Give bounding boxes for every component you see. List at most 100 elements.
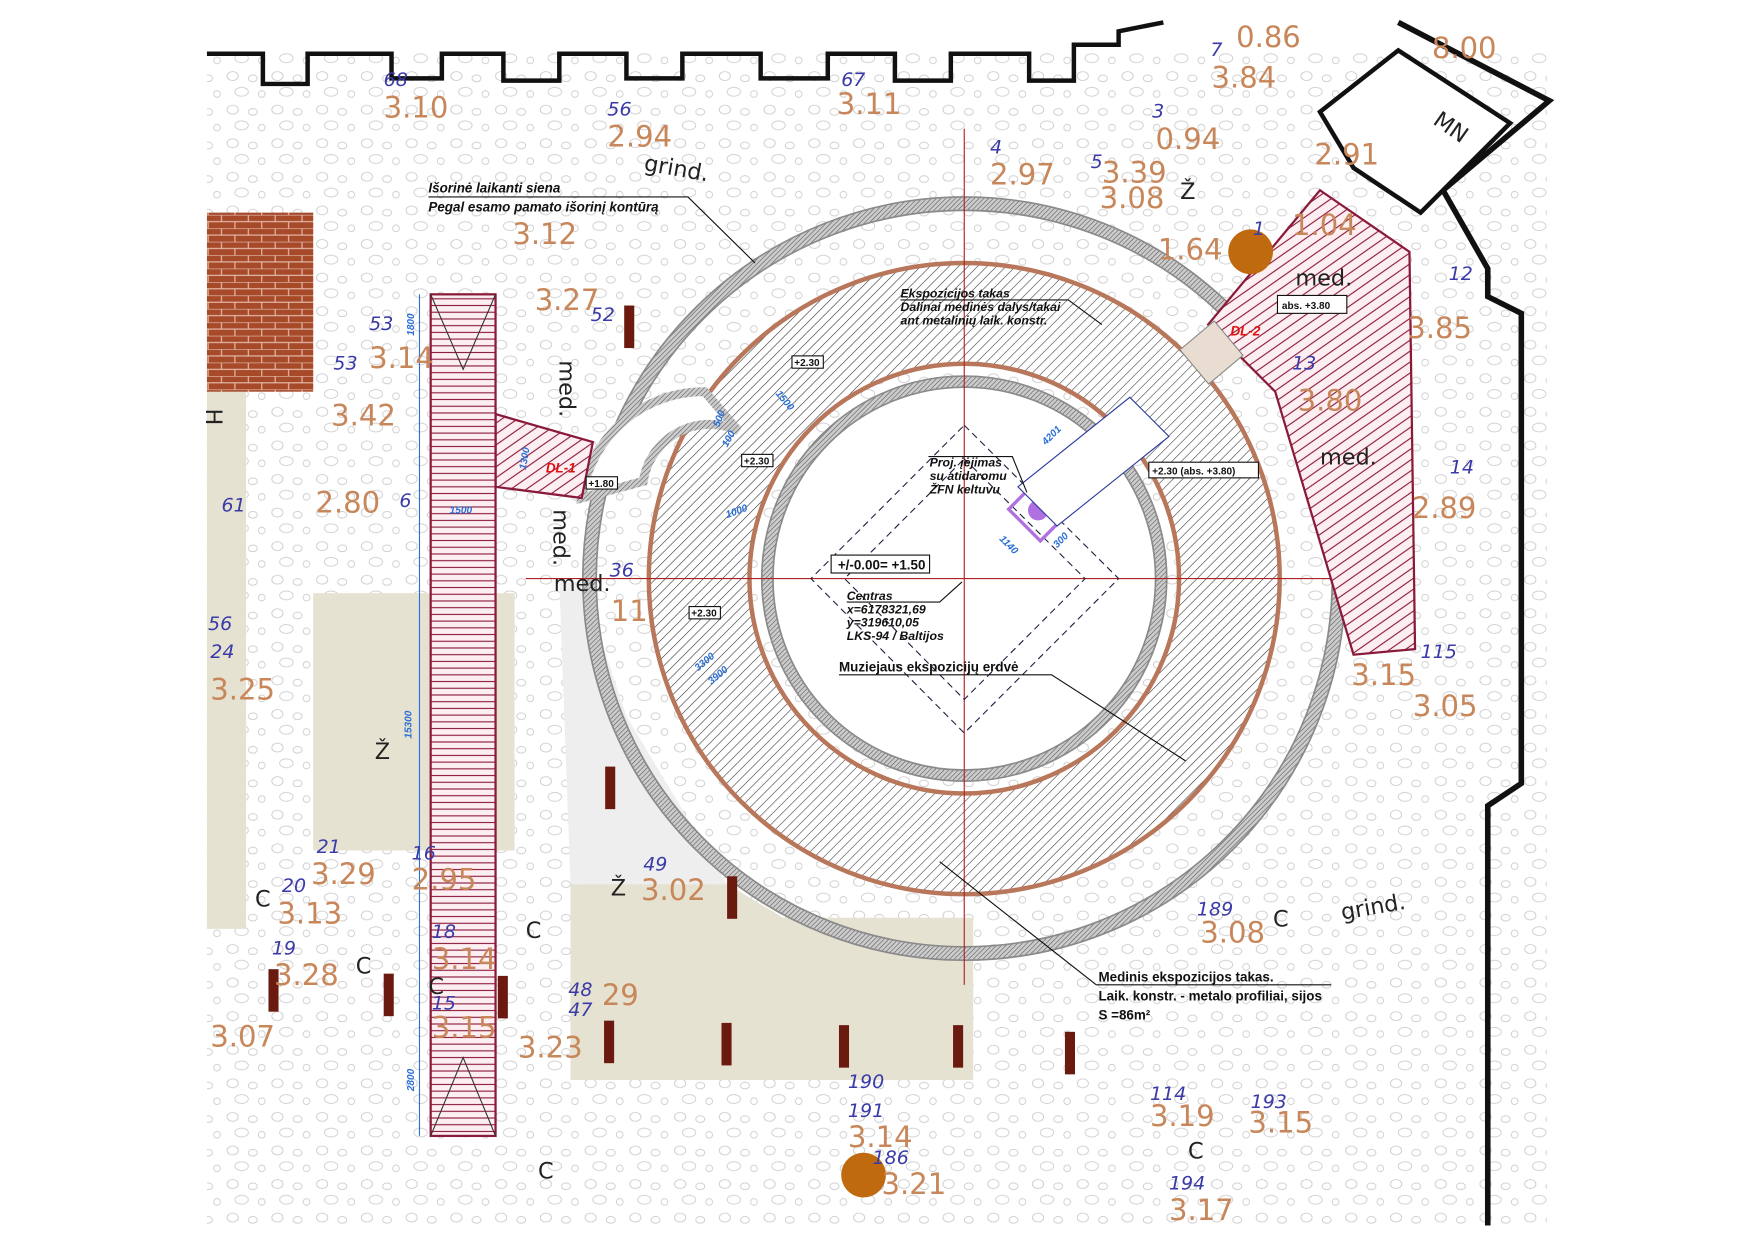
elevation-value: 3.08 — [1100, 181, 1165, 215]
outer-wall-title: Išorinė laikanti siena — [428, 180, 560, 195]
deck-line2: Laik. konstr. - metalo profiliai, sijos — [1098, 989, 1321, 1004]
survey-point-number: 67 — [841, 69, 865, 91]
west-ramp[interactable] — [429, 293, 497, 1138]
elevation-value: 3.02 — [641, 873, 706, 907]
level-tag: abs. +3.80 — [1282, 301, 1331, 312]
paved-area-bottom — [570, 884, 974, 1080]
zero-level-label: +/-0.00= +1.50 — [838, 558, 926, 573]
elevation-value: 3.27 — [535, 283, 600, 317]
z-label: Ž — [1180, 177, 1195, 205]
survey-point-number: 56 — [607, 98, 631, 120]
leader-lines — [428, 196, 1332, 986]
elevation-value: 3.15 — [1351, 658, 1416, 692]
survey-point-number: 13 — [1292, 352, 1316, 374]
paved-area-left — [206, 290, 247, 929]
elevation-value: 2.89 — [1412, 491, 1477, 525]
elevation-value: 0.94 — [1156, 122, 1221, 156]
level-tag: +2.30 — [794, 358, 820, 369]
survey-point-number: 16 — [412, 842, 436, 864]
survey-point-number: 7 — [1210, 39, 1222, 61]
h-label: H — [200, 408, 226, 425]
elevation-value: 3.14 — [369, 341, 434, 375]
survey-point-number: 3 — [1152, 101, 1164, 123]
survey-point-number: 49 — [643, 854, 667, 876]
survey-point-number: 61 — [221, 494, 245, 516]
dimension-label: 1500 — [450, 506, 473, 517]
elevation-value: 3.15 — [432, 1010, 497, 1044]
elevation-value: 3.25 — [210, 672, 275, 706]
med-label: med. — [1295, 265, 1352, 291]
elevation-value: 1.04 — [1292, 208, 1357, 242]
path-title: Ekspozicijos takas — [900, 287, 1009, 301]
elevation-value: 3.11 — [837, 87, 902, 121]
c-label: C — [356, 954, 372, 980]
boundary-wall-east — [1396, 19, 1555, 1226]
survey-point-number: 19 — [272, 938, 296, 960]
spiral-stair[interactable] — [576, 387, 742, 505]
dimension-label: 2800 — [406, 1068, 417, 1092]
survey-point-number: 56 — [208, 613, 232, 635]
elevation-value: 3.07 — [210, 1019, 275, 1053]
elevation-value: 2.91 — [1314, 138, 1379, 172]
museum-space-label: Muziejaus ekspozicijų erdvė — [839, 659, 1019, 674]
z-label: Ž — [611, 873, 626, 901]
survey-point-number: 186 — [873, 1147, 909, 1169]
elevation-value: 1.64 — [1158, 233, 1223, 267]
survey-point-number: 48 — [568, 979, 592, 1001]
level-tag: +2.30 — [744, 456, 770, 467]
elevation-value: 3.05 — [1413, 689, 1478, 723]
med-label: med. — [554, 571, 611, 597]
elevation-value: 3.12 — [512, 217, 577, 251]
elevation-value: 3.39 — [1102, 155, 1167, 189]
deck-area: S =86m² — [1098, 1008, 1150, 1023]
survey-point-number: 191 — [848, 1100, 884, 1122]
path-line2: Dalinai medinės dalys/takai — [900, 300, 1060, 314]
elevation-value: 3.80 — [1298, 384, 1363, 418]
posts — [268, 305, 1075, 1075]
center-y: y=319610,05 — [846, 616, 919, 630]
ramp[interactable] — [1017, 396, 1170, 527]
c-label: C — [428, 974, 444, 1000]
c-label: C — [538, 1158, 554, 1184]
elevation-value: 29 — [602, 978, 639, 1012]
elevation-value: 3.15 — [1248, 1106, 1313, 1140]
elevation-value: 0.86 — [1236, 20, 1301, 54]
survey-point-number: 12 — [1449, 263, 1473, 285]
elevation-value: 2.80 — [315, 486, 380, 520]
survey-point-number: 24 — [210, 641, 234, 663]
stair-label-dl1: DL-1 — [546, 460, 576, 475]
survey-point-number: 1 — [1253, 218, 1265, 240]
elevation-value: 3.29 — [311, 857, 376, 891]
level-tag: +2.30 — [691, 609, 717, 620]
dimension-label: 15300 — [404, 710, 415, 738]
survey-point-number: 115 — [1421, 641, 1457, 663]
elevation-value: 2.94 — [607, 120, 672, 154]
survey-point-number: 52 — [591, 304, 615, 326]
elevation-value: 3.42 — [331, 398, 396, 432]
elevation-value: 3.19 — [1150, 1099, 1215, 1133]
elevation-value: 3.21 — [881, 1167, 946, 1201]
stair-label-dl2: DL-2 — [1230, 324, 1260, 339]
c-label: C — [1273, 907, 1289, 933]
elevation-value: 2.97 — [990, 158, 1055, 192]
survey-point-number: 18 — [432, 921, 456, 943]
z-label: Ž — [375, 737, 390, 765]
dl2-landing — [1179, 320, 1244, 385]
survey-point-number: 21 — [317, 836, 341, 858]
survey-point-number: 15 — [432, 992, 456, 1014]
med-label: med. — [553, 360, 579, 417]
center-x: x=6178321,69 — [846, 602, 926, 616]
survey-point-number: 189 — [1197, 898, 1233, 920]
tree-marker — [841, 1152, 886, 1198]
survey-point-number: 4 — [990, 136, 1002, 158]
elevation-value: 8.00 — [1432, 31, 1497, 65]
level-tag: +1.80 — [588, 479, 614, 490]
level-tag: +2.30 (abs. +3.80) — [1152, 467, 1235, 478]
survey-point-number: 53 — [369, 313, 393, 335]
stair-dl2[interactable] — [1206, 188, 1417, 656]
survey-point-number: 194 — [1169, 1173, 1205, 1195]
survey-point-number: 114 — [1150, 1083, 1186, 1105]
dimension-label: 1300 — [518, 446, 533, 470]
path-line3: ant metalinių laik. konstr. — [900, 314, 1047, 328]
deck-title: Medinis ekspozicijos takas. — [1098, 969, 1273, 984]
